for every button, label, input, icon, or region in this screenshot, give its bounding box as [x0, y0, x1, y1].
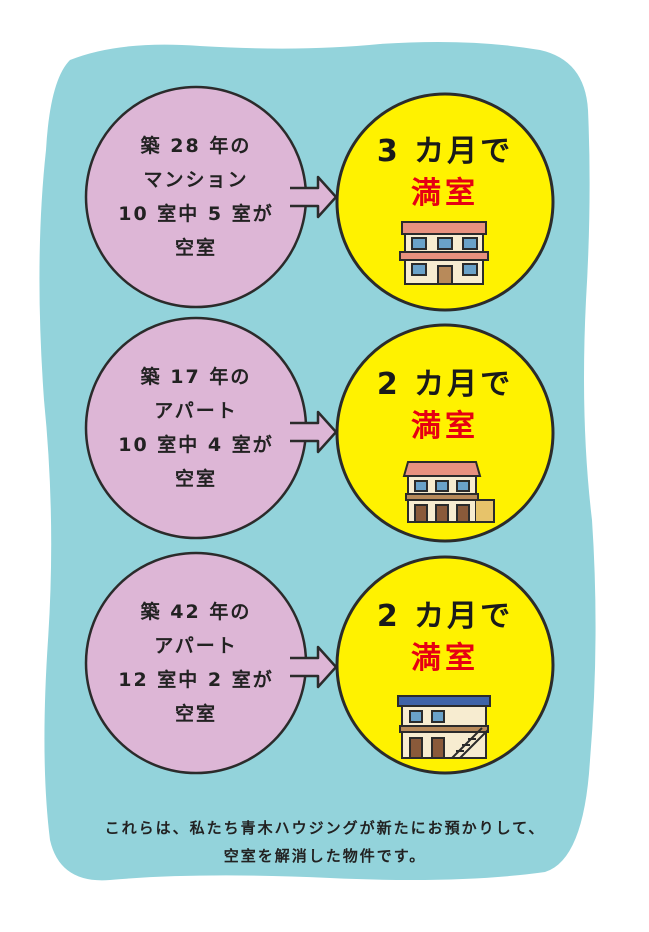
- before-3-line2: アパート: [154, 635, 238, 657]
- before-3-line3: 12 室中 2 室が: [118, 669, 274, 691]
- before-1-line4: 空室: [174, 237, 217, 259]
- footer-line2: 空室を解消した物件です。: [223, 847, 427, 865]
- before-2-line3: 10 室中 4 室が: [118, 434, 274, 456]
- case-3: [84, 551, 555, 775]
- after-circle-3: [335, 555, 555, 775]
- after-2-headline: 2 カ月で: [376, 367, 514, 402]
- apartment-building-icon: [399, 221, 489, 285]
- before-1-line1: 築 28 年の: [140, 135, 252, 157]
- after-3-headline: 2 カ月で: [376, 599, 514, 634]
- before-3-line1: 築 42 年の: [140, 601, 252, 623]
- before-3-line4: 空室: [174, 703, 217, 725]
- before-2-line4: 空室: [174, 468, 217, 490]
- before-text-2: 築 17 年の アパート 10 室中 4 室が 空室: [96, 360, 296, 496]
- before-text-3: 築 42 年の アパート 12 室中 2 室が 空室: [96, 595, 296, 731]
- apartment-with-stairs-icon: [397, 695, 491, 759]
- footer-line1: これらは、私たち青木ハウジングが新たにお預かりして、: [104, 819, 546, 837]
- before-1-line3: 10 室中 5 室が: [118, 203, 274, 225]
- before-1-line2: マンション: [143, 169, 249, 191]
- after-2-result: 満室: [411, 409, 479, 444]
- after-circle-1: [335, 92, 555, 312]
- before-text-1: 築 28 年の マンション 10 室中 5 室が 空室: [96, 129, 296, 265]
- two-story-apartment-icon: [402, 461, 495, 523]
- before-2-line1: 築 17 年の: [140, 366, 252, 388]
- after-1-result: 満室: [411, 176, 479, 211]
- after-circle-2: [335, 323, 555, 543]
- case-1: [84, 85, 555, 312]
- after-3-result: 満室: [411, 641, 479, 676]
- after-1-headline: 3 カ月で: [376, 134, 514, 169]
- footer-caption: これらは、私たち青木ハウジングが新たにお預かりして、 空室を解消した物件です。: [40, 814, 610, 870]
- case-2: [84, 316, 555, 543]
- before-2-line2: アパート: [154, 400, 238, 422]
